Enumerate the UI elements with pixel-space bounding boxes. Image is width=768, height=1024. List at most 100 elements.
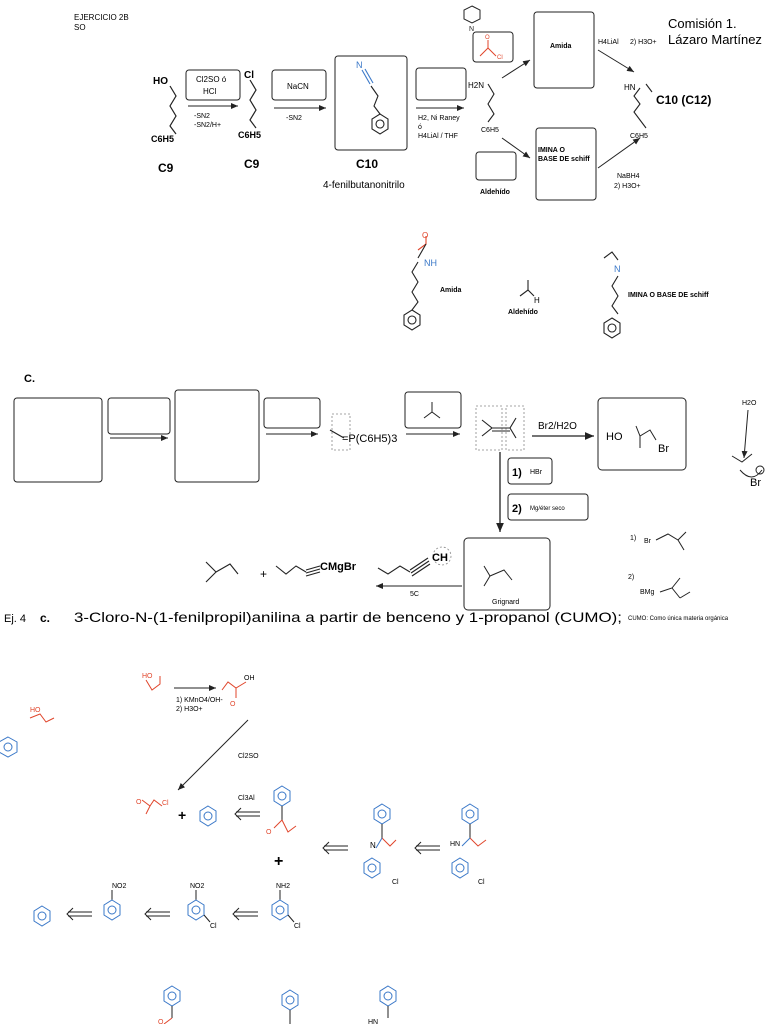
c6h5-label-3: C6H5 — [481, 127, 499, 134]
step1-num: 1) — [512, 467, 522, 479]
nabh4-h3o: 2) H3O+ — [614, 183, 641, 190]
bromonium-br: Br — [750, 477, 761, 489]
empty-box-3 — [174, 389, 260, 483]
amida-structure — [403, 236, 427, 331]
retro-arrow-5 — [144, 907, 170, 921]
reagent-box-cl2so — [185, 69, 241, 101]
c6h5-label-2: C6H5 — [238, 130, 261, 140]
left-propanol-structure — [29, 713, 55, 723]
imina-label-1: IMINA O — [538, 147, 566, 154]
amida-text: Amida — [440, 287, 462, 294]
benzene-3-structure — [33, 905, 51, 927]
ho-label: HO — [153, 76, 168, 87]
bottom-amine-structure — [379, 985, 397, 1018]
imina-text: IMINA O BASE DE schiff — [628, 292, 709, 299]
c10-label: C10 — [356, 157, 378, 171]
cl-label-2: Cl — [210, 923, 217, 930]
acyl-chloride-structure — [479, 40, 497, 57]
c10c12-label: C10 (C12) — [656, 93, 711, 107]
plus-1: + — [260, 567, 267, 581]
step2-box — [507, 493, 589, 521]
reagent-hcl: HCl — [203, 87, 217, 96]
ej4-prefix: Ej. 4 — [4, 613, 26, 625]
reduction-box — [415, 67, 467, 101]
chloroaniline-structure — [271, 890, 295, 923]
bottom-benzene-structure — [281, 989, 299, 1024]
amide-reagent-2: 2) H3O+ — [630, 39, 657, 46]
sn2-label-2: -SN2 — [286, 115, 302, 122]
cmgbr-label: CMgBr — [320, 561, 357, 573]
h2n-label: H2N — [468, 81, 484, 90]
aldehido-h: H — [534, 296, 540, 305]
ch-label: CH — [432, 552, 448, 564]
left-ho: HO — [30, 707, 41, 714]
target-hn: HN — [450, 841, 460, 848]
step2-text: Mg/éter seco — [530, 506, 565, 512]
c9b-label: C9 — [244, 157, 260, 171]
ej4-title: 3-Cloro-N-(1-fenilpropil)anilina a parti… — [74, 609, 622, 625]
ylide-dashed-box — [331, 413, 351, 451]
c9-chloride-structure — [249, 79, 257, 129]
aldehyde-label: Aldehído — [480, 189, 510, 196]
kmno4-l2: 2) H3O+ — [176, 706, 203, 713]
reduction-l1: H2, Ni Raney — [418, 115, 460, 122]
exercise-so: SO — [74, 23, 86, 32]
empty-box-1 — [13, 397, 103, 483]
reagent-cl2so: Cl2SO ó — [196, 75, 227, 84]
propanoyl-chloride-structure — [141, 799, 163, 815]
propanol-ho: HO — [142, 673, 153, 680]
cl-label: Cl — [244, 70, 254, 81]
br2-h2o-label: Br2/H2O — [538, 421, 577, 432]
cl3al-label: Cl3Al — [238, 795, 255, 802]
pyridine-structure: N — [463, 5, 481, 33]
acyl-chloride-box — [472, 31, 514, 63]
nabh4-label: NaBH4 — [617, 173, 640, 180]
bottom-hn: HN — [368, 1019, 378, 1024]
retro-arrow-6 — [232, 907, 258, 921]
plus-3: + — [274, 853, 283, 870]
ej4-letter: c. — [40, 611, 50, 625]
empty-box-4 — [263, 397, 321, 429]
amida-box — [533, 11, 595, 89]
h2o-label: H2O — [742, 400, 757, 407]
amida-o: O — [422, 231, 428, 240]
propiophenone-structure — [273, 785, 297, 833]
ylide-label: =P(C6H5)3 — [342, 433, 397, 445]
step2-num: 2) — [512, 503, 522, 515]
propanoic-acid-structure — [221, 681, 247, 698]
imina-n: N — [614, 264, 621, 274]
hn-label: HN — [624, 83, 636, 92]
target-amine-structure — [451, 803, 487, 879]
terminal-alkyne-structure — [377, 557, 431, 577]
cl2so-label: Cl2SO — [238, 753, 259, 760]
opt1-br: Br — [644, 538, 652, 545]
acyl2-cl: Cl — [162, 800, 169, 807]
c10c12-structure — [633, 83, 653, 129]
product-ho: HO — [606, 431, 623, 443]
nh2-label: NH2 — [276, 883, 290, 890]
kmno4-l1: 1) KMnO4/OH- — [176, 697, 223, 704]
option2-structure — [659, 577, 691, 599]
c10-nitrile-structure — [361, 68, 389, 135]
left-benzene-structure — [0, 736, 18, 758]
c6h5-label-4: C6H5 — [630, 133, 648, 140]
svg-text:N: N — [469, 26, 474, 33]
opt1-num: 1) — [630, 535, 636, 542]
exercise-title: EJERCICIO 2B — [74, 13, 129, 22]
nitrobenzene-structure — [103, 890, 121, 921]
empty-box-2 — [107, 397, 171, 435]
ketone-o: O — [266, 829, 272, 836]
reduction-l3: H4LiAl / THF — [418, 133, 458, 140]
step1-text: HBr — [530, 469, 543, 476]
alkynyl-grignard-structure — [275, 565, 321, 577]
amida-nh: NH — [424, 258, 437, 268]
acyl-cl: Cl — [497, 55, 503, 61]
grignard-structure — [483, 565, 513, 587]
acyl2-o: O — [136, 799, 142, 806]
imina-structure — [603, 251, 621, 339]
option1-structure — [655, 531, 687, 551]
c6h5-label-1: C6H5 — [151, 134, 174, 144]
reagent-box-nacn — [271, 69, 327, 101]
bottom-ketone-structure — [163, 985, 181, 1024]
step1-box — [507, 457, 553, 485]
